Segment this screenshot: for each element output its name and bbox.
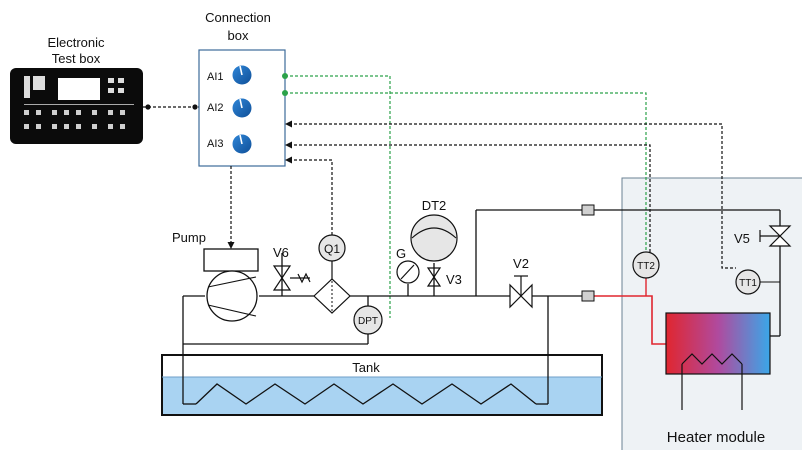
valve-v6 — [272, 265, 311, 291]
arrowhead — [285, 141, 292, 149]
v2-label: V2 — [513, 256, 529, 271]
tank — [161, 354, 603, 416]
sensor-dpt — [353, 305, 383, 335]
dt2-label: DT2 — [422, 198, 447, 213]
heater-coil — [681, 353, 743, 410]
expansion-tank-dt2 — [410, 214, 458, 262]
v6-label: V6 — [273, 245, 289, 260]
tank-label: Tank — [352, 360, 380, 375]
pump — [203, 248, 259, 322]
signal-tt2-black — [289, 144, 651, 252]
connection-label-1: Connection — [205, 10, 271, 25]
ai2-label: AI2 — [207, 102, 224, 114]
signal-green-dpt — [285, 75, 391, 318]
arrowhead — [285, 120, 292, 128]
tank-water — [162, 377, 602, 415]
dpt-label: DPT — [358, 316, 378, 327]
electronic-test-box — [10, 68, 143, 144]
signal-green-tt2 — [285, 92, 647, 252]
v5-label: V5 — [734, 231, 750, 246]
signal-q1 — [289, 159, 333, 237]
ai3-label: AI3 — [207, 138, 224, 150]
hot-pipe — [594, 295, 666, 345]
valve-v2 — [509, 275, 533, 309]
arrowhead — [227, 242, 235, 249]
arrowhead — [285, 156, 292, 164]
knob-ai3 — [232, 134, 252, 154]
signal-tt1 — [289, 123, 736, 269]
sensor-tt2 — [632, 251, 660, 279]
heater-label: Heater module — [667, 429, 765, 446]
tt2-label: TT2 — [637, 261, 655, 272]
tt1-label: TT1 — [739, 278, 757, 289]
heater-element — [665, 312, 771, 375]
sensor-q1 — [313, 234, 351, 314]
g-label: G — [396, 246, 406, 261]
knob-ai2 — [232, 98, 252, 118]
v3-label: V3 — [446, 272, 462, 287]
gauge-g — [396, 260, 420, 284]
pipe-connector-top — [581, 204, 595, 216]
q1-label: Q1 — [324, 242, 340, 256]
pipe-connector-bottom — [581, 290, 595, 302]
pump-label: Pump — [172, 230, 206, 245]
piping — [182, 209, 781, 405]
ai1-label: AI1 — [207, 71, 224, 83]
connection-label-2: box — [228, 28, 249, 43]
electronic-label-1: Electronic — [47, 35, 105, 50]
valve-v5 — [759, 225, 792, 247]
connector-dot — [145, 104, 151, 110]
knob-ai1 — [232, 65, 252, 85]
tank-coil — [195, 383, 537, 405]
connector-dot — [192, 104, 198, 110]
electronic-label-2: Test box — [52, 51, 101, 66]
valve-v3 — [426, 267, 442, 287]
